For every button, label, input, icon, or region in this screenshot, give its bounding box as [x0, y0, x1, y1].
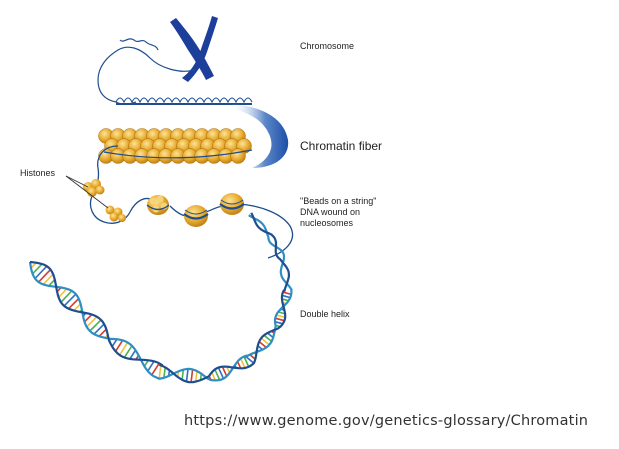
- helix-base-pair: [114, 339, 124, 352]
- histones-cluster: [83, 179, 126, 222]
- helix-base-pair: [274, 317, 285, 322]
- helix-base-pair: [83, 313, 93, 323]
- helix-base-pair: [260, 337, 270, 346]
- source-url: https://www.genome.gov/genetics-glossary…: [184, 413, 589, 429]
- chromatin-fiber-shape: [98, 128, 253, 164]
- helix-base-pair: [163, 367, 166, 378]
- helix-base-pair: [111, 338, 118, 348]
- helix-base-pair: [58, 288, 68, 298]
- helix-base-pair: [194, 371, 198, 382]
- helix-base-pair: [34, 265, 48, 280]
- looped-chromatin: [115, 97, 253, 105]
- helix-base-pair: [118, 342, 129, 356]
- nucleosome-1: [146, 195, 170, 215]
- helix-base-pair: [214, 369, 221, 381]
- helix-base-pair: [217, 367, 225, 379]
- helix-base-pair: [185, 368, 189, 382]
- helix-base-pair: [129, 349, 137, 360]
- zoom-fan: [230, 104, 289, 168]
- helix-base-pair: [93, 323, 105, 335]
- helix-base-pair: [38, 269, 52, 283]
- label-beads-line3: nucleosomes: [300, 218, 354, 228]
- nucleosome-2: [183, 205, 209, 227]
- chromosome-icon: [170, 16, 218, 82]
- helix-base-pair: [123, 345, 133, 358]
- helix-base-pair: [48, 279, 56, 287]
- nucleosome-3: [219, 193, 245, 215]
- label-beads-line1: "Beads on a string": [300, 196, 377, 206]
- chromosome-fiber: [97, 38, 195, 105]
- helix-base-pair: [73, 303, 82, 312]
- helix-base-pair: [147, 360, 155, 372]
- helix-base-pair: [281, 294, 291, 299]
- double-helix: [28, 212, 293, 384]
- helix-base-pair: [60, 290, 73, 303]
- helix-base-pair: [32, 263, 43, 275]
- helix-base-pair: [276, 314, 286, 319]
- helix-base-pair: [243, 356, 250, 368]
- helix-base-pair: [151, 362, 160, 376]
- helix-base-pair: [282, 291, 292, 296]
- helix-base-pair: [89, 319, 102, 332]
- fiber-bead: [230, 148, 246, 164]
- helix-strand-2: [29, 212, 290, 384]
- label-double-helix: Double helix: [300, 309, 350, 319]
- helix-strand-1: [28, 214, 293, 382]
- helix-base-pair: [221, 366, 228, 377]
- fiber-dna: [103, 149, 253, 159]
- label-histones: Histones: [20, 168, 56, 178]
- helix-base-pair: [274, 320, 284, 325]
- helix-base-pair: [211, 371, 217, 381]
- helix-base-pair: [98, 328, 107, 337]
- helix-base-pair: [42, 273, 54, 285]
- histones-pointer: [65, 175, 109, 209]
- label-chromatin-fiber: Chromatin fiber: [300, 139, 383, 153]
- helix-base-pair: [63, 293, 77, 307]
- helix-base-pair: [158, 365, 162, 379]
- helix-base-pair: [86, 316, 98, 328]
- nucleosomes: [146, 193, 245, 227]
- helix-base-pair: [258, 340, 267, 349]
- helix-base-pair: [239, 358, 246, 369]
- helix-base-pair: [263, 334, 273, 343]
- label-beads-line2: DNA wound on: [300, 207, 361, 217]
- helix-base-pair: [68, 298, 80, 310]
- helix-base-pair: [181, 369, 185, 380]
- helix-base-pair: [245, 356, 255, 364]
- label-chromosome: Chromosome: [300, 41, 355, 51]
- helix-base-pair: [190, 369, 194, 383]
